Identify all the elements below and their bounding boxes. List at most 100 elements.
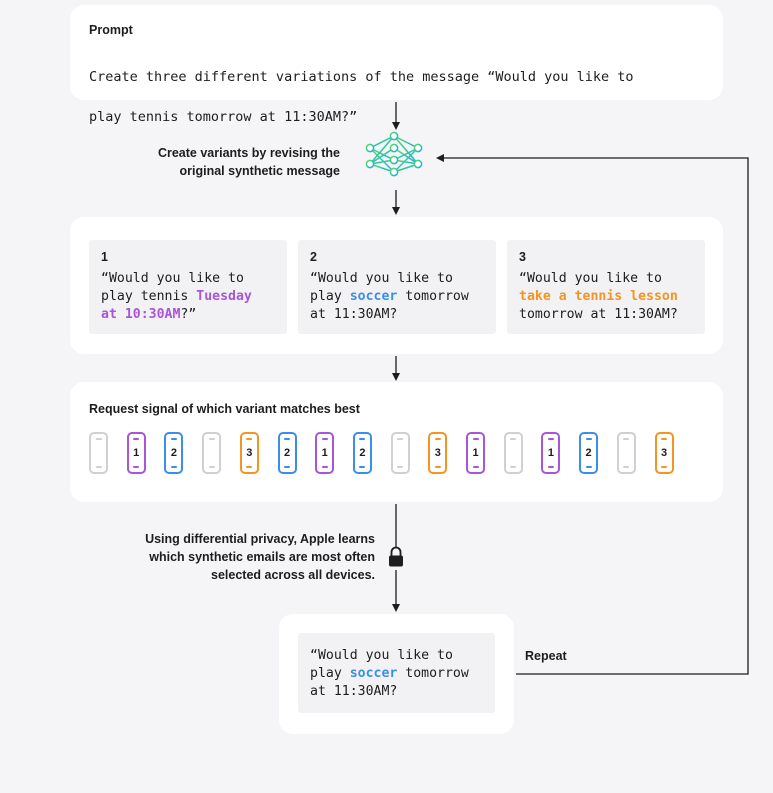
- device-vote-number: 1: [472, 447, 479, 459]
- variant-3-line-1: “Would you like to: [519, 271, 662, 286]
- phone-home-bar: [208, 466, 215, 468]
- result-card: “Would you like to play soccer tomorrow …: [279, 614, 514, 734]
- variant-2-text: “Would you like to play soccer tomorrow …: [310, 270, 484, 324]
- phone-notch: [95, 438, 102, 440]
- lock-icon: [389, 546, 403, 567]
- device-phone-variant-3: 3: [428, 432, 448, 474]
- phone-home-bar: [547, 466, 554, 468]
- prompt-title: Prompt: [89, 23, 133, 37]
- device-vote-number: 3: [660, 447, 668, 459]
- device-phone-variant-3: 3: [654, 432, 674, 474]
- phone-notch: [359, 438, 366, 440]
- device-vote-number: 2: [170, 447, 177, 459]
- phone-home-bar: [397, 466, 404, 468]
- variant-1-line-2-pre: play tennis: [101, 289, 197, 304]
- phone-home-bar: [95, 466, 102, 468]
- privacy-label: Using differential privacy, Apple learns…: [145, 530, 375, 584]
- variant-2-line-1: “Would you like to: [310, 271, 453, 286]
- variant-2-line-3: at 11:30AM?: [310, 307, 398, 322]
- variant-1-highlight-time: at 10:30AM: [101, 307, 181, 322]
- phone-notch: [661, 438, 667, 440]
- repeat-label: Repeat: [525, 649, 567, 663]
- phone-notch: [472, 438, 479, 440]
- result-line-2-pre: play: [310, 666, 350, 681]
- phone-notch: [246, 438, 253, 440]
- device-phone-variant-1: 1: [466, 432, 485, 474]
- device-vote-number: 2: [359, 447, 366, 459]
- variant-3: 3 “Would you like to take a tennis lesso…: [507, 240, 705, 334]
- prompt-text: Create three different variations of the…: [89, 47, 634, 147]
- result-line-2-post: tomorrow: [397, 666, 469, 681]
- variant-2-number: 2: [310, 250, 317, 264]
- device-phone-variant-3: 3: [239, 432, 259, 474]
- variant-1-line-3-post: ?”: [180, 307, 197, 322]
- device-phone-empty: [202, 432, 222, 474]
- phone-home-bar: [585, 466, 592, 468]
- phone-home-bar: [472, 466, 479, 468]
- phone-notch: [284, 438, 290, 440]
- variant-3-highlight-activity: take a tennis lesson: [519, 289, 678, 304]
- result-line-1: “Would you like to: [310, 648, 453, 663]
- device-row: 1 2 3 2 1 2 3 1 1 2 3: [89, 430, 709, 476]
- phone-home-bar: [170, 466, 177, 468]
- phone-notch: [133, 438, 140, 440]
- phone-home-bar: [133, 466, 140, 468]
- result-message: “Would you like to play soccer tomorrow …: [298, 633, 495, 713]
- phone-home-bar: [510, 466, 517, 468]
- privacy-line-2: which synthetic emails are most often: [149, 550, 375, 564]
- phone-notch: [434, 438, 441, 440]
- device-vote-number: 1: [547, 447, 554, 459]
- phone-home-bar: [284, 466, 290, 468]
- variants-card: 1 “Would you like to play tennis Tuesday…: [70, 217, 723, 354]
- phone-home-bar: [359, 466, 366, 468]
- variant-1-text: “Would you like to play tennis Tuesday a…: [101, 270, 275, 324]
- device-vote-number: 2: [283, 447, 291, 459]
- device-phone-variant-1: 1: [315, 432, 335, 474]
- device-vote-number: 3: [246, 447, 253, 459]
- phone-notch: [170, 438, 177, 440]
- create-variants-label: Create variants by revising the original…: [158, 144, 340, 180]
- variant-2-line-2-pre: play: [310, 289, 350, 304]
- signal-title: Request signal of which variant matches …: [89, 402, 360, 416]
- variant-3-line-3: tomorrow at 11:30AM?: [519, 307, 678, 322]
- phone-notch: [510, 438, 517, 440]
- phone-notch: [585, 438, 592, 440]
- phone-home-bar: [661, 466, 667, 468]
- device-phone-variant-2: 2: [352, 432, 372, 474]
- variant-3-number: 3: [519, 250, 526, 264]
- device-vote-number: 3: [434, 447, 441, 459]
- variant-1-number: 1: [101, 250, 108, 264]
- variant-2: 2 “Would you like to play soccer tomorro…: [298, 240, 496, 334]
- device-vote-number: 1: [133, 447, 140, 459]
- arrow-repeat-loop: [436, 154, 749, 675]
- phone-home-bar: [434, 466, 441, 468]
- variant-1: 1 “Would you like to play tennis Tuesday…: [89, 240, 287, 334]
- device-vote-number: 1: [321, 447, 328, 459]
- result-text: “Would you like to play soccer tomorrow …: [310, 647, 483, 701]
- device-phone-empty: [503, 432, 523, 474]
- neural-network-icon: [365, 131, 423, 177]
- prompt-text-line-1: Create three different variations of the…: [89, 69, 634, 85]
- device-phone-variant-2: 2: [277, 432, 297, 474]
- phone-notch: [321, 438, 328, 440]
- variant-2-highlight-sport: soccer: [349, 289, 398, 304]
- prompt-text-line-2: play tennis tomorrow at 11:30AM?”: [89, 109, 358, 125]
- phone-home-bar: [623, 466, 630, 468]
- device-phone-variant-2: 2: [164, 432, 184, 474]
- device-phone-empty: [616, 432, 636, 474]
- prompt-card: Prompt Create three different variations…: [70, 5, 723, 125]
- privacy-line-1: Using differential privacy, Apple learns: [145, 532, 375, 546]
- variant-1-line-1: “Would you like to: [101, 271, 244, 286]
- privacy-line-3: selected across all devices.: [211, 568, 375, 582]
- phone-home-bar: [246, 466, 253, 468]
- phone-notch: [208, 438, 215, 440]
- result-line-3: at 11:30AM?: [310, 684, 398, 699]
- phone-notch: [547, 438, 554, 440]
- create-variants-line-2: original synthetic message: [179, 164, 340, 178]
- device-phone-empty: [89, 432, 108, 474]
- variant-2-line-2-post: tomorrow: [397, 289, 469, 304]
- phone-notch: [397, 438, 404, 440]
- signal-card: Request signal of which variant matches …: [70, 382, 723, 502]
- device-phone-empty: [390, 432, 410, 474]
- device-phone-variant-2: 2: [579, 432, 599, 474]
